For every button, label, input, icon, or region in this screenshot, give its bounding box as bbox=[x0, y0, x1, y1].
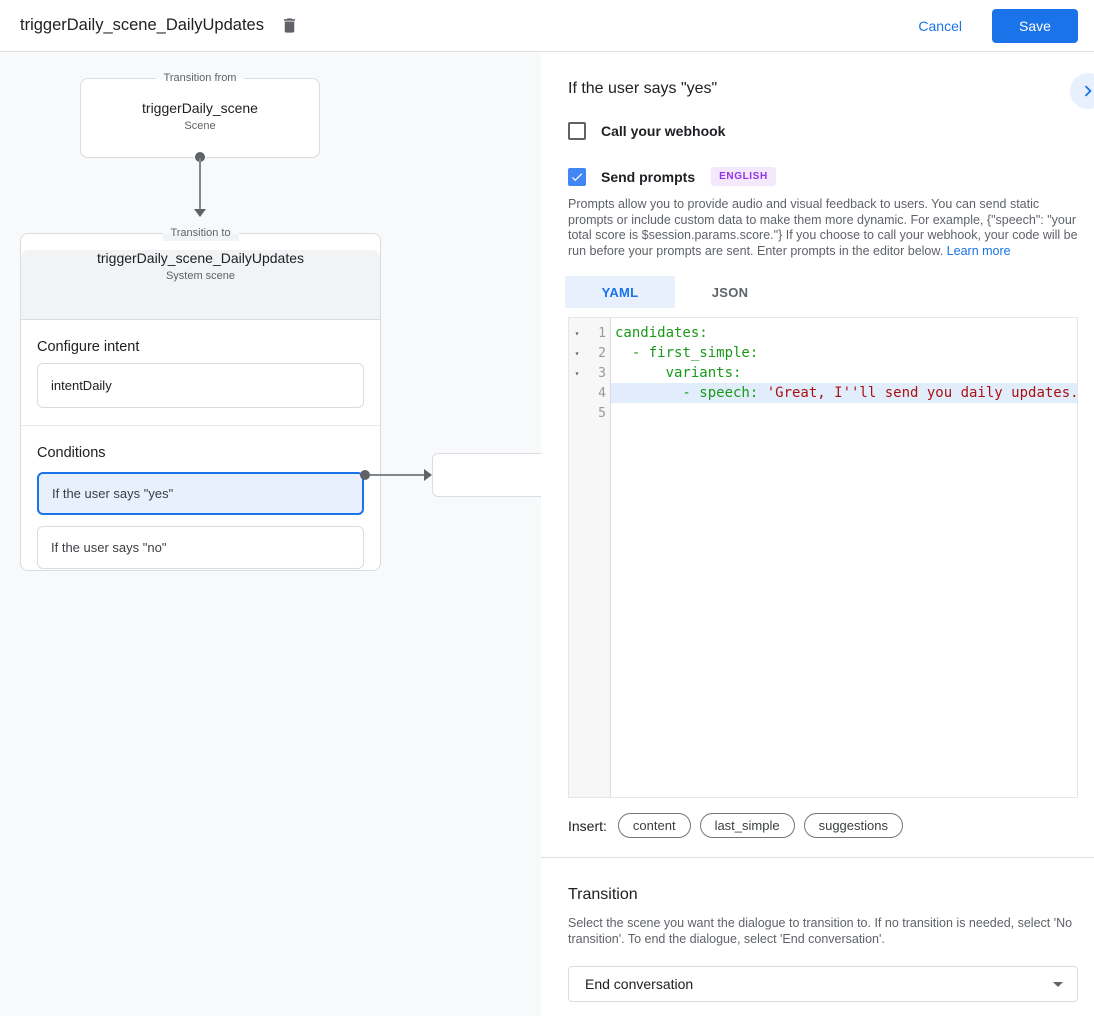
webhook-row: Call your webhook bbox=[568, 122, 1078, 140]
check-icon bbox=[571, 172, 583, 181]
dropdown-caret-icon bbox=[1053, 981, 1063, 987]
tab-json[interactable]: JSON bbox=[711, 284, 749, 300]
language-badge: ENGLISH bbox=[711, 167, 776, 186]
to-scene-name: triggerDaily_scene_DailyUpdates bbox=[97, 250, 304, 266]
gutter-row: 5 bbox=[569, 403, 610, 423]
insert-chip-suggestions[interactable]: suggestions bbox=[803, 813, 903, 838]
insert-chip-content[interactable]: content bbox=[617, 813, 691, 838]
line-number: 5 bbox=[598, 405, 606, 421]
transition-dropdown[interactable]: End conversation bbox=[568, 966, 1078, 1002]
insert-row: Insert: content last_simple suggestions bbox=[568, 813, 1078, 838]
conditions-label: Conditions bbox=[37, 445, 106, 461]
save-button[interactable]: Save bbox=[992, 8, 1078, 43]
code-line[interactable]: - speech: 'Great, I''ll send you daily u… bbox=[611, 383, 1077, 403]
condition-item[interactable]: If the user says "yes" bbox=[37, 472, 364, 515]
code-token-key: candidates: bbox=[615, 325, 708, 341]
condition-title: If the user says "yes" bbox=[568, 80, 718, 97]
prompts-description-text: Prompts allow you to provide audio and v… bbox=[568, 197, 1078, 258]
code-line[interactable]: candidates: bbox=[611, 323, 1077, 343]
transition-from-legend: Transition from bbox=[155, 71, 245, 86]
line-number: 4 bbox=[598, 385, 606, 401]
code-line[interactable]: - first_simple: bbox=[611, 343, 1077, 363]
code-token-key: variants: bbox=[615, 365, 742, 381]
intent-item[interactable]: intentDaily bbox=[37, 363, 364, 408]
condition-item[interactable]: If the user says "no" bbox=[37, 526, 364, 569]
code-token-key: - first_simple: bbox=[615, 345, 759, 361]
editor-format-tabs: YAML JSON bbox=[565, 276, 1078, 308]
fold-arrow-icon[interactable]: ▾ bbox=[574, 328, 580, 338]
scene-card-body: Configure intent intentDaily Conditions … bbox=[21, 339, 380, 569]
card-divider bbox=[21, 425, 380, 426]
connector-dot-vertical bbox=[195, 152, 205, 162]
scene-card-header: triggerDaily_scene_DailyUpdates System s… bbox=[21, 250, 380, 320]
gutter-row: ▾3 bbox=[569, 363, 610, 383]
transition-description: Select the scene you want the dialogue t… bbox=[568, 916, 1073, 946]
send-prompts-row: Send prompts ENGLISH bbox=[568, 167, 1078, 186]
code-line[interactable] bbox=[611, 403, 1077, 423]
configure-intent-label: Configure intent bbox=[37, 339, 140, 355]
transition-from-node[interactable]: Transition from triggerDaily_scene Scene bbox=[80, 71, 320, 158]
section-divider bbox=[541, 857, 1094, 858]
learn-more-link[interactable]: Learn more bbox=[946, 243, 1011, 258]
connector-line-horizontal bbox=[370, 474, 424, 476]
delete-button[interactable] bbox=[280, 16, 299, 35]
editor-code-area[interactable]: candidates: - first_simple: variants: - … bbox=[611, 318, 1077, 797]
gutter-row: 4 bbox=[569, 383, 610, 403]
code-token-key: - speech: bbox=[615, 385, 767, 401]
collapse-panel-button[interactable] bbox=[1070, 73, 1094, 109]
chevron-right-icon bbox=[1084, 85, 1092, 97]
send-prompts-checkbox[interactable] bbox=[568, 167, 586, 186]
from-scene-type: Scene bbox=[184, 120, 216, 132]
webhook-checkbox[interactable] bbox=[568, 122, 586, 140]
trash-icon bbox=[283, 18, 296, 33]
line-number: 1 bbox=[598, 325, 606, 341]
transition-to-legend: Transition to bbox=[162, 226, 239, 241]
webhook-label: Call your webhook bbox=[601, 123, 726, 139]
scene-diagram-canvas: Transition from triggerDaily_scene Scene… bbox=[0, 52, 541, 1016]
transition-to-card: Transition to triggerDaily_scene_DailyUp… bbox=[20, 226, 381, 571]
insert-label: Insert: bbox=[568, 817, 607, 834]
gutter-row: ▾1 bbox=[569, 323, 610, 343]
code-token-string: 'Great, I''ll send you daily updates. bbox=[766, 385, 1077, 401]
fold-arrow-icon[interactable]: ▾ bbox=[574, 368, 580, 378]
transition-heading: Transition bbox=[568, 886, 638, 903]
cancel-button[interactable]: Cancel bbox=[918, 17, 962, 34]
gutter-row: ▾2 bbox=[569, 343, 610, 363]
conditions-list: If the user says "yes" If the user says "… bbox=[37, 472, 364, 569]
line-number: 3 bbox=[598, 365, 606, 381]
arrowhead-right-icon bbox=[424, 469, 432, 481]
tab-yaml[interactable]: YAML bbox=[565, 276, 675, 308]
top-bar: triggerDaily_scene_DailyUpdates Cancel S… bbox=[0, 0, 1094, 52]
prompts-description: Prompts allow you to provide audio and v… bbox=[568, 197, 1080, 259]
to-scene-type: System scene bbox=[165, 270, 236, 282]
next-node-placeholder[interactable] bbox=[432, 453, 541, 497]
line-number: 2 bbox=[598, 345, 606, 361]
connector-line-vertical bbox=[199, 158, 201, 210]
code-line[interactable]: variants: bbox=[611, 363, 1077, 383]
insert-chip-last_simple[interactable]: last_simple bbox=[699, 813, 795, 838]
transition-dropdown-value: End conversation bbox=[585, 976, 694, 992]
from-scene-name: triggerDaily_scene bbox=[142, 100, 258, 116]
arrowhead-down-icon bbox=[194, 209, 206, 217]
connector-dot-horizontal bbox=[360, 470, 370, 480]
condition-editor-panel: If the user says "yes" Call your webhook… bbox=[541, 52, 1094, 1016]
send-prompts-label: Send prompts bbox=[601, 168, 696, 185]
fold-arrow-icon[interactable]: ▾ bbox=[574, 348, 580, 358]
page-title: triggerDaily_scene_DailyUpdates bbox=[20, 16, 264, 34]
